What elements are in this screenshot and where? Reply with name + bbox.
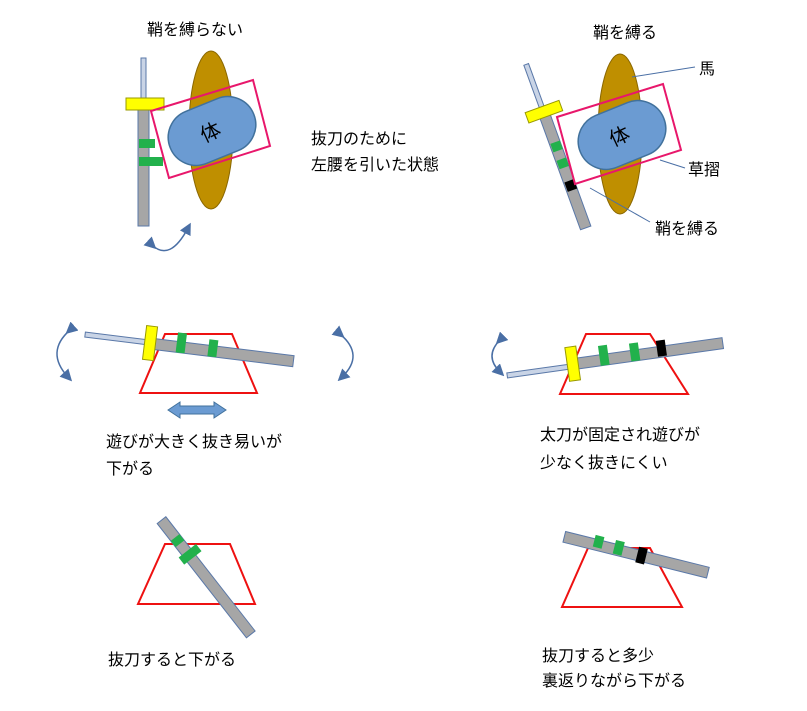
kusazuri-trapezoid — [138, 333, 259, 394]
sword-blade — [506, 363, 574, 379]
panel-top-right: 鞘を縛る 体 馬 草摺 鞘を縛る — [523, 23, 720, 238]
leader-line-horse — [631, 66, 696, 78]
hip-frame — [555, 82, 683, 186]
rotation-arrow-icon — [331, 325, 354, 382]
scabbard-band — [556, 157, 569, 170]
caption-line: 裏返りながら下がる — [542, 671, 686, 690]
scabbard-band — [550, 140, 563, 153]
scabbard-tie — [655, 339, 667, 357]
panel-mid-left: 遊びが大きく抜き易いが 下がる — [56, 321, 354, 478]
caption-line: 下がる — [106, 459, 154, 478]
sword-blade — [523, 62, 547, 113]
scabbard-band — [592, 534, 605, 549]
scabbard — [156, 516, 256, 639]
scabbard-band — [139, 139, 155, 148]
scabbard — [145, 337, 295, 368]
scabbard-band — [207, 339, 219, 358]
panel-top-left: 鞘を縛らない 体 抜刀のために 左腰を引いた状態 — [125, 20, 439, 252]
panel-bottom-right: 抜刀すると多少 裏返りながら下がる — [542, 530, 710, 690]
caption-line: 左腰を引いた状態 — [311, 155, 439, 174]
rotation-arrow-icon — [491, 331, 509, 377]
caption-line: 少なく抜きにくい — [540, 453, 668, 472]
scabbard-band — [628, 342, 641, 362]
panel-bottom-left: 抜刀すると下がる — [108, 516, 257, 669]
rotation-arrow-icon — [56, 321, 79, 382]
sword-guard — [524, 99, 564, 124]
hip-frame — [149, 78, 272, 180]
scabbard-tie — [635, 546, 648, 565]
sword-blade — [84, 331, 148, 346]
play-range-arrow-icon — [167, 401, 227, 419]
leader-line-tie — [589, 187, 651, 223]
scabbard-band — [597, 344, 610, 366]
scabbard-band — [139, 157, 163, 166]
panel-title-bound: 鞘を縛る — [593, 23, 657, 42]
body-shape — [577, 99, 667, 171]
label-tie: 鞘を縛る — [655, 219, 719, 238]
rotation-arrow-icon — [143, 222, 191, 252]
caption-line: 抜刀すると多少 — [542, 646, 654, 665]
caption-line: 遊びが大きく抜き易いが — [106, 432, 282, 451]
scabbard-band — [612, 539, 625, 556]
caption-line: 太刀が固定され遊びが — [540, 425, 700, 444]
scabbard-band — [170, 534, 185, 548]
scabbard — [570, 337, 725, 371]
scabbard-band — [178, 543, 202, 565]
scabbard — [137, 107, 150, 227]
sword-guard — [141, 324, 159, 362]
label-horse: 馬 — [699, 59, 715, 78]
body-shape — [167, 95, 257, 167]
sword-guard — [564, 345, 582, 382]
panel-title-unbound: 鞘を縛らない — [147, 20, 243, 39]
panel-mid-right: 太刀が固定され遊びが 少なく抜きにくい — [491, 331, 725, 472]
scabbard-band — [175, 332, 187, 354]
leader-line-kusazuri — [659, 159, 686, 169]
caption-line: 抜刀のために — [311, 129, 407, 148]
caption-line: 抜刀すると下がる — [108, 650, 236, 669]
kusazuri-trapezoid — [136, 543, 257, 605]
sword-guard — [125, 97, 165, 111]
label-kusazuri: 草摺 — [688, 160, 720, 179]
